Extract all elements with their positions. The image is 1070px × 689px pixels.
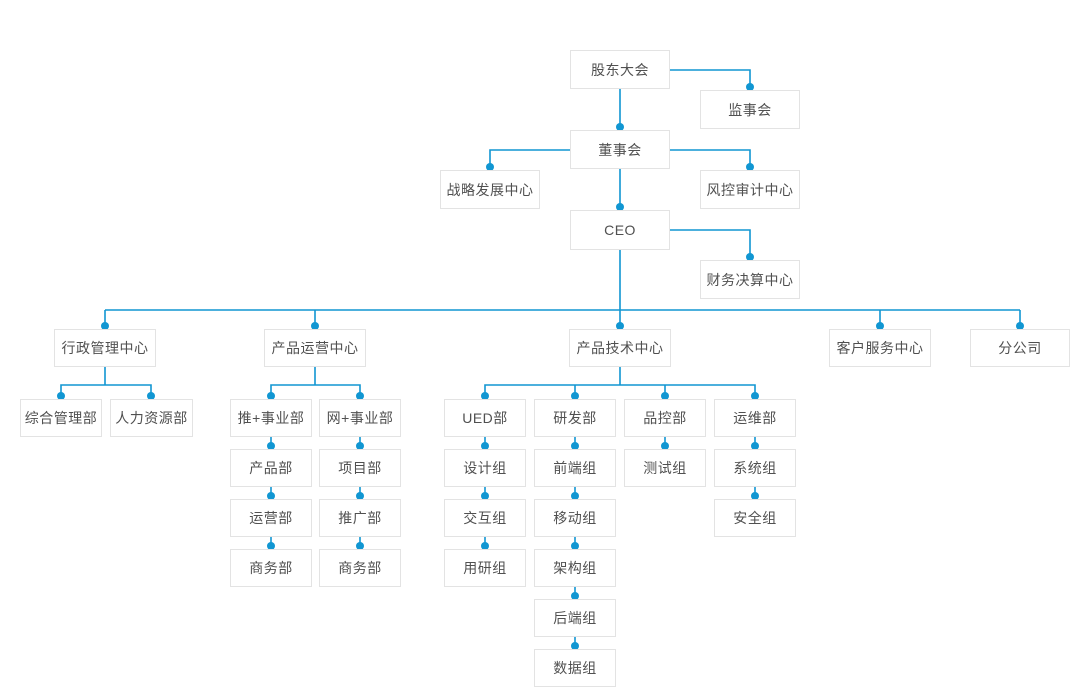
node-wang-business-unit: 网+事业部	[319, 399, 401, 437]
node-promotion-dept: 推广部	[319, 499, 401, 537]
node-mobile-group: 移动组	[534, 499, 616, 537]
node-project-dept: 项目部	[319, 449, 401, 487]
node-testing-group: 测试组	[624, 449, 706, 487]
node-admin-center: 行政管理中心	[54, 329, 156, 367]
node-customer-service-center: 客户服务中心	[829, 329, 931, 367]
node-business-dept-1: 商务部	[230, 549, 312, 587]
node-operation-dept: 运营部	[230, 499, 312, 537]
node-risk-audit-center: 风控审计中心	[700, 170, 800, 209]
node-board-of-directors: 董事会	[570, 130, 670, 169]
node-system-group: 系统组	[714, 449, 796, 487]
node-hr-dept: 人力资源部	[110, 399, 193, 437]
node-finance-center: 财务决算中心	[700, 260, 800, 299]
node-product-ops-center: 产品运营中心	[264, 329, 366, 367]
node-tui-business-unit: 推+事业部	[230, 399, 312, 437]
node-ceo: CEO	[570, 210, 670, 250]
node-interaction-group: 交互组	[444, 499, 526, 537]
node-business-dept-2: 商务部	[319, 549, 401, 587]
node-supervisory-board: 监事会	[700, 90, 800, 129]
node-backend-group: 后端组	[534, 599, 616, 637]
node-frontend-group: 前端组	[534, 449, 616, 487]
node-branch-company: 分公司	[970, 329, 1070, 367]
node-security-group: 安全组	[714, 499, 796, 537]
connector-dots	[57, 83, 1024, 650]
node-product-dept: 产品部	[230, 449, 312, 487]
node-shareholders-meeting: 股东大会	[570, 50, 670, 89]
node-user-research-group: 用研组	[444, 549, 526, 587]
node-strategy-center: 战略发展中心	[440, 170, 540, 209]
node-architecture-group: 架构组	[534, 549, 616, 587]
node-qc-dept: 品控部	[624, 399, 706, 437]
node-devops-dept: 运维部	[714, 399, 796, 437]
node-rd-dept: 研发部	[534, 399, 616, 437]
connector-path	[60, 69, 1021, 646]
node-data-group: 数据组	[534, 649, 616, 687]
node-design-group: 设计组	[444, 449, 526, 487]
node-general-admin-dept: 综合管理部	[20, 399, 102, 437]
node-ued-dept: UED部	[444, 399, 526, 437]
node-product-tech-center: 产品技术中心	[569, 329, 671, 367]
